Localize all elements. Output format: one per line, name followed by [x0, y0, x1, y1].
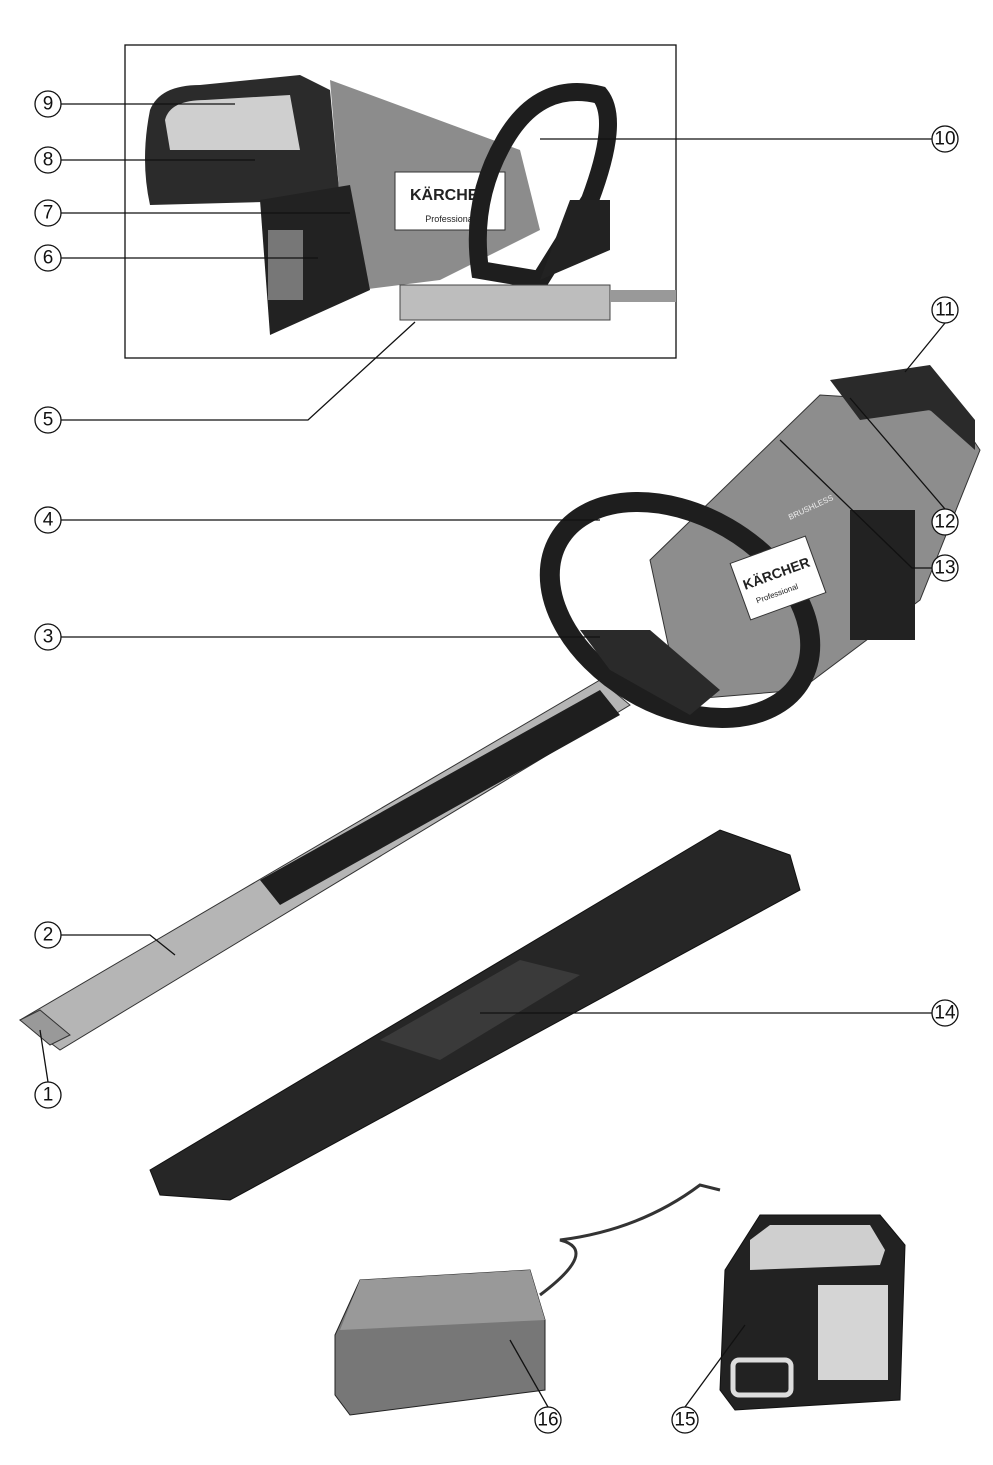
callout-12: 12 [931, 508, 959, 536]
hedge-trimmer: KÄRCHER Professional BRUSHLESS [19, 365, 981, 1051]
callout-2: 2 [34, 921, 62, 949]
callout-16: 16 [534, 1406, 562, 1434]
svg-text:8: 8 [43, 150, 54, 171]
charger [334, 1183, 721, 1416]
svg-text:10: 10 [934, 129, 955, 150]
callout-10: 10 [931, 125, 959, 153]
callout-6: 6 [34, 244, 62, 272]
svg-text:12: 12 [934, 512, 955, 533]
callout-3: 3 [34, 623, 62, 651]
callout-11: 11 [931, 296, 959, 324]
callout-14: 14 [931, 999, 959, 1027]
svg-text:6: 6 [43, 248, 54, 269]
callout-7: 7 [34, 199, 62, 227]
callouts: 9 8 7 6 10 5 11 4 12 13 3 2 14 1 16 15 [34, 90, 959, 1434]
detail-frame [124, 44, 677, 359]
callout-4: 4 [34, 506, 62, 534]
brand-logo-detail: KÄRCHER [410, 186, 490, 204]
detail-view-hedge-trimmer: KÄRCHER Professional [145, 75, 676, 335]
svg-text:11: 11 [935, 300, 955, 321]
svg-text:15: 15 [674, 1410, 695, 1431]
svg-text:9: 9 [43, 94, 54, 115]
leader-lines [39, 103, 946, 1408]
callout-5: 5 [34, 406, 62, 434]
blade-guard [149, 829, 801, 1201]
battery-pack [719, 1214, 906, 1411]
svg-text:5: 5 [43, 410, 54, 431]
svg-text:4: 4 [43, 510, 54, 531]
callout-13: 13 [931, 554, 959, 582]
brand-line-detail: Professional [425, 214, 475, 224]
callout-15: 15 [671, 1406, 699, 1434]
callout-8: 8 [34, 146, 62, 174]
svg-text:14: 14 [934, 1003, 956, 1024]
svg-text:1: 1 [43, 1085, 54, 1106]
svg-text:3: 3 [43, 627, 54, 648]
callout-1: 1 [34, 1081, 62, 1109]
svg-text:2: 2 [43, 925, 54, 946]
svg-text:16: 16 [537, 1410, 558, 1431]
svg-text:13: 13 [934, 558, 955, 579]
svg-text:7: 7 [43, 203, 54, 224]
callout-9: 9 [34, 90, 62, 118]
